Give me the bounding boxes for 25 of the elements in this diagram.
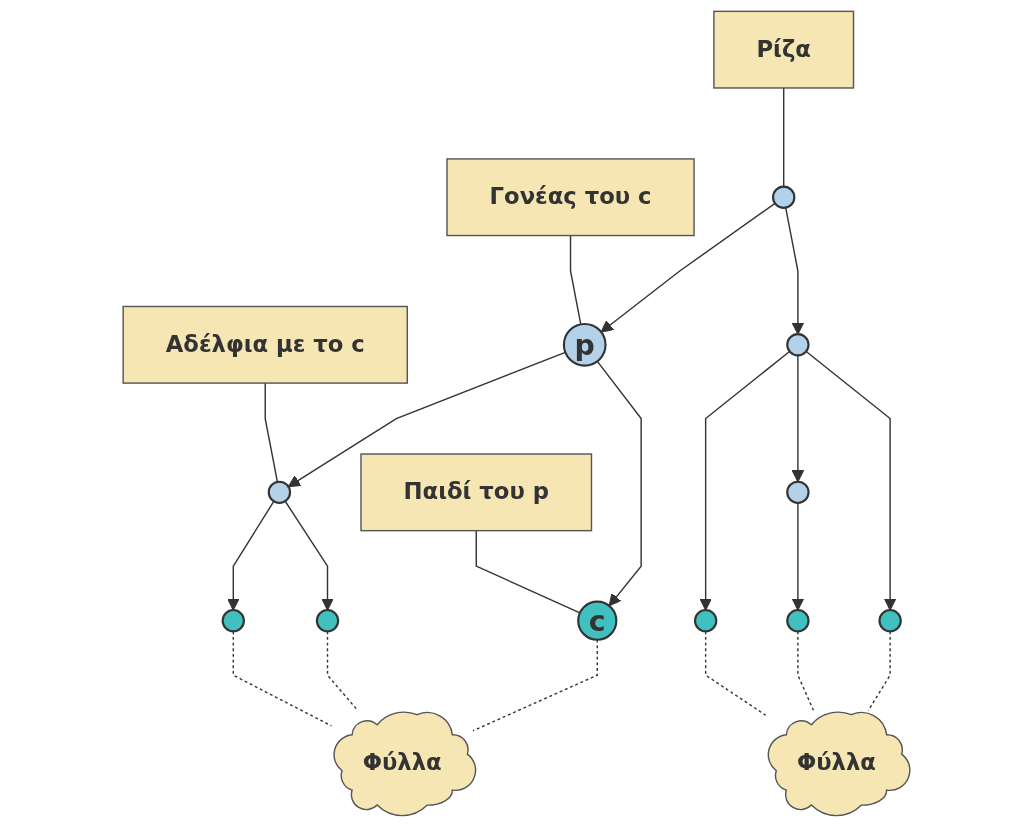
arrow	[791, 502, 805, 611]
node-circle	[786, 480, 810, 505]
node-circle	[786, 333, 810, 357]
connector	[475, 529, 581, 614]
node-circle: p	[562, 322, 607, 367]
connector	[264, 382, 279, 483]
node-circle	[221, 608, 245, 633]
node-circle	[786, 608, 810, 633]
node-circle	[878, 608, 902, 633]
node-box: Γονέας του c	[446, 158, 695, 237]
node-circle	[772, 185, 796, 209]
arrow	[699, 350, 791, 611]
node-circle	[315, 608, 340, 633]
arrow	[596, 360, 642, 607]
node-circle: c	[577, 600, 618, 641]
arrow	[805, 350, 897, 611]
node-circle	[267, 480, 292, 505]
arrow	[227, 500, 275, 611]
node-box: Ρίζα	[713, 10, 855, 89]
arrow	[284, 500, 334, 611]
node-box: Παιδί του p	[360, 453, 593, 532]
node-circle	[693, 608, 718, 633]
connector	[472, 639, 598, 732]
node-box: Αδέλφια με το c	[122, 305, 408, 384]
arrow	[600, 202, 776, 333]
